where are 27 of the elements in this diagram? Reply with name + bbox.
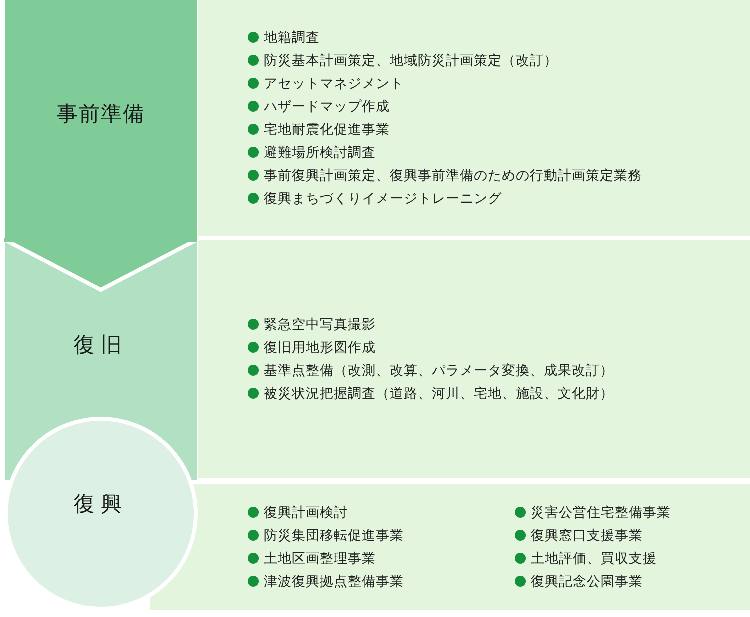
bullet-item: 津波復興拠点整備事業: [248, 570, 515, 593]
bullet-item: 復興計画検討: [248, 501, 515, 524]
phase-label: 事前準備: [57, 101, 145, 128]
bullet-item: 災害公営住宅整備事業: [515, 501, 671, 524]
item-panel: [198, 0, 750, 236]
bullet-item: 復興まちづくりイメージトレーニング: [248, 187, 642, 210]
bullet-item: 宅地耐震化促進事業: [248, 118, 642, 141]
bullet-item: 土地評価、買収支援: [515, 547, 671, 570]
bullet-item: 土地区画整理事業: [248, 547, 515, 570]
item-panel: [150, 484, 750, 610]
bullet-item: 基準点整備（改測、改算、パラメータ変換、成果改訂）: [248, 359, 614, 382]
bullet-item: 緊急空中写真撮影: [248, 313, 614, 336]
bullet-item: アセットマネジメント: [248, 72, 642, 95]
bullet-item: 避難場所検討調査: [248, 141, 642, 164]
bullet-item: 防災基本計画策定、地域防災計画策定（改訂）: [248, 49, 642, 72]
bullet-item: 復興記念公園事業: [515, 570, 671, 593]
bullet-item: 復興窓口支援事業: [515, 524, 671, 547]
bullet-item: 復旧用地形図作成: [248, 336, 614, 359]
bullet-item: 地籍調査: [248, 26, 642, 49]
phase-label: 復旧: [74, 332, 128, 359]
bullet-item: ハザードマップ作成: [248, 95, 642, 118]
phase-label: 復興: [74, 491, 128, 518]
bullet-item: 事前復興計画策定、復興事前準備のための行動計画策定業務: [248, 164, 642, 187]
bullet-item: 防災集団移転促進事業: [248, 524, 515, 547]
phase-circle: [5, 418, 197, 610]
item-panel: [198, 240, 750, 478]
bullet-item: 被災状況把握調査（道路、河川、宅地、施設、文化財）: [248, 382, 614, 405]
